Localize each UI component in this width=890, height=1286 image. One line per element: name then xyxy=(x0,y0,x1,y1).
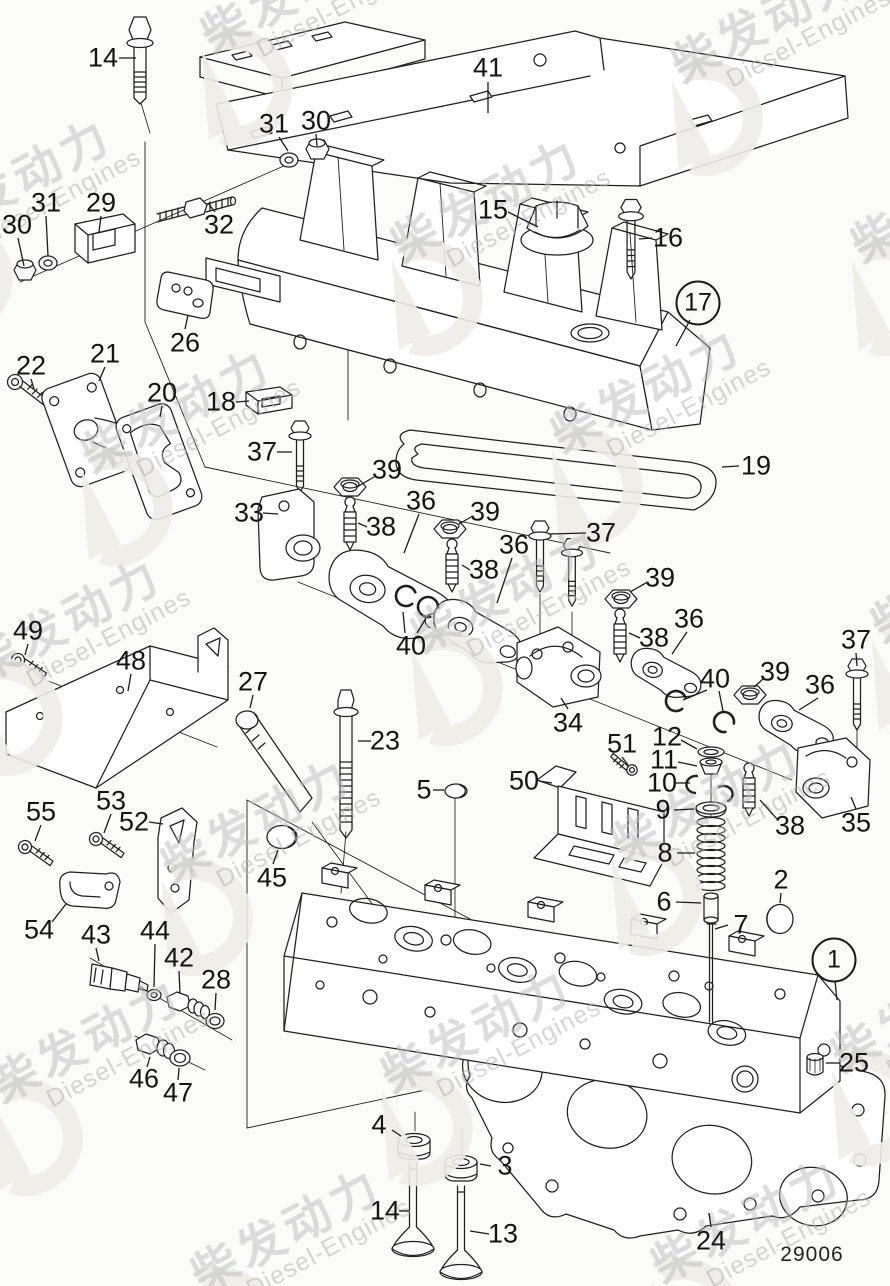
cover-bolts-drawing xyxy=(127,17,645,280)
cylinder-head-drawing xyxy=(284,862,840,1113)
rocker-assembly-drawing xyxy=(258,420,870,818)
stud-and-clamp-drawing xyxy=(14,139,329,318)
drawing-number: 29006 xyxy=(780,1243,844,1266)
